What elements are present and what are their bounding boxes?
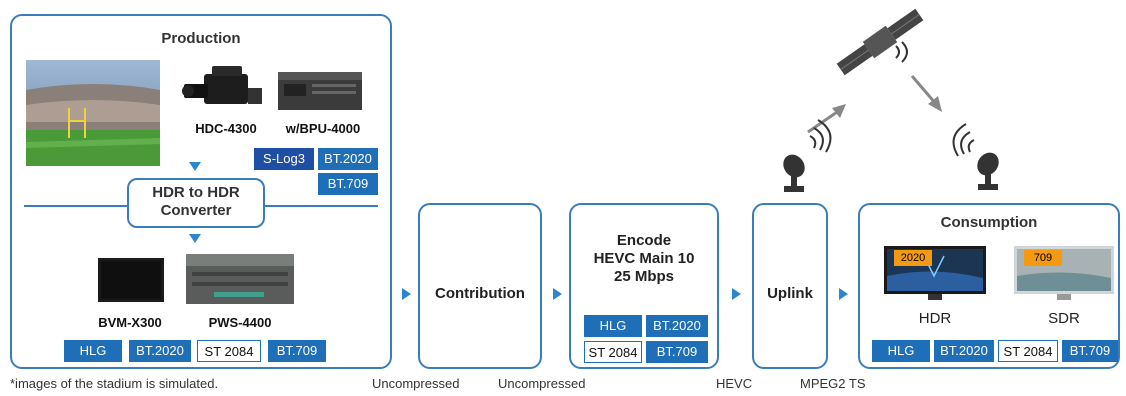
server-label: PWS-4400: [208, 315, 272, 330]
tag-bt709-cons: BT.709: [1062, 340, 1118, 362]
note-uncompressed-1: Uncompressed: [372, 376, 460, 391]
converter-label: HDR to HDR Converter: [152, 184, 240, 219]
tag-bt2020-cons: BT.2020: [934, 340, 994, 362]
uplink-box: [752, 203, 828, 369]
arrow-to-monitors: [189, 234, 201, 243]
server-image: [186, 254, 294, 304]
arrow-to-uplink: [732, 288, 741, 300]
tag-slog3: S-Log3: [254, 148, 314, 170]
contribution-box: [418, 203, 542, 369]
satellite-diagram: [783, 8, 999, 192]
tag-hlg-prod: HLG: [64, 340, 122, 362]
encode-box: [569, 203, 719, 369]
tag-bt2020-prod: BT.2020: [129, 340, 191, 362]
camera-image: [182, 66, 262, 104]
tag-bt2020-cam: BT.2020: [318, 148, 378, 170]
sdr-label: SDR: [1048, 310, 1080, 327]
uplink-label: Uplink: [767, 285, 813, 302]
tag-st2084-enc: ST 2084: [584, 341, 642, 363]
stadium-image: [26, 60, 160, 166]
monitor-label: BVM-X300: [98, 315, 162, 330]
tag-st2084-cons: ST 2084: [998, 340, 1058, 362]
consumption-title: Consumption: [940, 214, 1038, 231]
tag-bt709-cam: BT.709: [318, 173, 378, 195]
disclaimer-note: *images of the stadium is simulated.: [10, 376, 219, 391]
camera-label: HDC-4300: [195, 121, 257, 136]
arrow-to-encode: [553, 288, 562, 300]
monitor-image: [98, 258, 164, 302]
converter-box: [127, 178, 265, 228]
sdr-tv-image: [1014, 246, 1114, 300]
tag-bt709-enc: BT.709: [646, 341, 708, 363]
tag-hlg-cons: HLG: [872, 340, 930, 362]
bpu-image: [278, 72, 362, 110]
note-uncompressed-2: Uncompressed: [498, 376, 586, 391]
arrow-to-consumption: [839, 288, 848, 300]
tag-hlg-enc: HLG: [584, 315, 642, 337]
arrow-to-contribution: [402, 288, 411, 300]
arrow-to-converter: [189, 162, 201, 171]
note-hevc: HEVC: [716, 376, 753, 391]
contribution-label: Contribution: [435, 285, 525, 302]
hdr-label: HDR: [918, 310, 952, 327]
tag-bt709-prod: BT.709: [268, 340, 326, 362]
note-mpeg2ts: MPEG2 TS: [800, 376, 866, 391]
encode-label: Encode HEVC Main 10 25 Mbps: [593, 232, 695, 285]
bpu-label: w/BPU-4000: [285, 121, 361, 136]
hdr-badge: 2020: [894, 250, 932, 266]
tag-bt2020-enc: BT.2020: [646, 315, 708, 337]
sdr-badge: 709: [1024, 250, 1062, 266]
production-title: Production: [161, 30, 241, 47]
tag-st2084-prod: ST 2084: [197, 340, 261, 362]
